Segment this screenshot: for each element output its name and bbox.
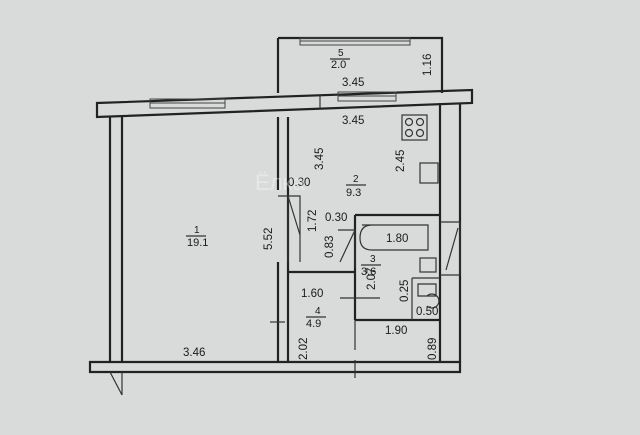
partition-wc [411,277,440,320]
dim-room1-height: 5.52 [263,228,275,250]
dim-hall-width: 1.60 [301,288,323,300]
dim-hall-bottom: 1.90 [385,325,407,337]
room2-number: 2 [353,174,359,185]
partition-room1 [276,117,290,362]
dim-door-083: 0.83 [324,236,336,258]
dim-kitchen-width: 3.45 [314,148,326,170]
top-wall [95,88,474,119]
kitchen-sink-icon [419,162,439,184]
room-labels: 1 19.1 2 9.3 3 3.6 4 4.9 5 2.0 [186,48,381,330]
door-room1-leaf [287,195,301,236]
toilet-icon [417,283,440,309]
stove-icon [401,114,428,141]
stove-burner [415,117,425,127]
dimension-labels: 3.45 1.16 3.45 3.45 2.45 0.30 0.30 5.52 … [183,54,439,360]
dimension-lines [270,95,380,378]
room1-area: 19.1 [187,237,208,249]
windows [149,37,411,109]
dim-kitchen-side: 2.45 [395,150,407,172]
bottom-wall [88,360,462,374]
room2-area: 9.3 [346,187,361,199]
fixtures [359,114,440,309]
door-bath-leaf [445,227,459,271]
dim-bath-width: 1.80 [386,233,408,245]
dim-wc-025: 0.25 [399,280,411,302]
doors [278,195,461,276]
room4-number: 4 [315,306,321,317]
door-room1 [278,195,301,262]
room1-number: 1 [194,225,200,236]
dim-kitchen-top: 3.45 [342,115,364,127]
room3-number: 3 [370,254,376,265]
room4-area: 4.9 [306,318,321,330]
washbasin-icon [419,257,437,273]
dim-wall-030-a: 0.30 [288,177,310,189]
dim-balcony-depth: 1.16 [422,54,434,76]
dim-wc-050: 0.50 [416,306,438,318]
door-bath [440,221,461,276]
door-kitchen-leaf [339,229,356,263]
room1-stub [109,371,123,396]
stove-burner [415,128,425,138]
room3-area: 3.6 [361,266,376,278]
walls [88,36,474,396]
dim-hall-side: 2.02 [298,338,310,360]
stove-burner [404,117,414,127]
watermark: Ёлка [255,170,306,195]
bathtub-icon [359,224,429,251]
dim-wall-030-b: 0.30 [325,212,347,224]
dim-hall-right: 0.89 [427,338,439,360]
stove-burner [404,128,414,138]
dim-bath-side: 2.07 [366,268,378,290]
dim-balcony-width: 3.45 [342,77,364,89]
room5-area: 2.0 [331,59,346,71]
left-wall [108,117,124,362]
dim-room1-bottom: 3.46 [183,347,205,359]
dim-door-172: 1.72 [307,210,319,232]
room5-number: 5 [338,48,344,59]
